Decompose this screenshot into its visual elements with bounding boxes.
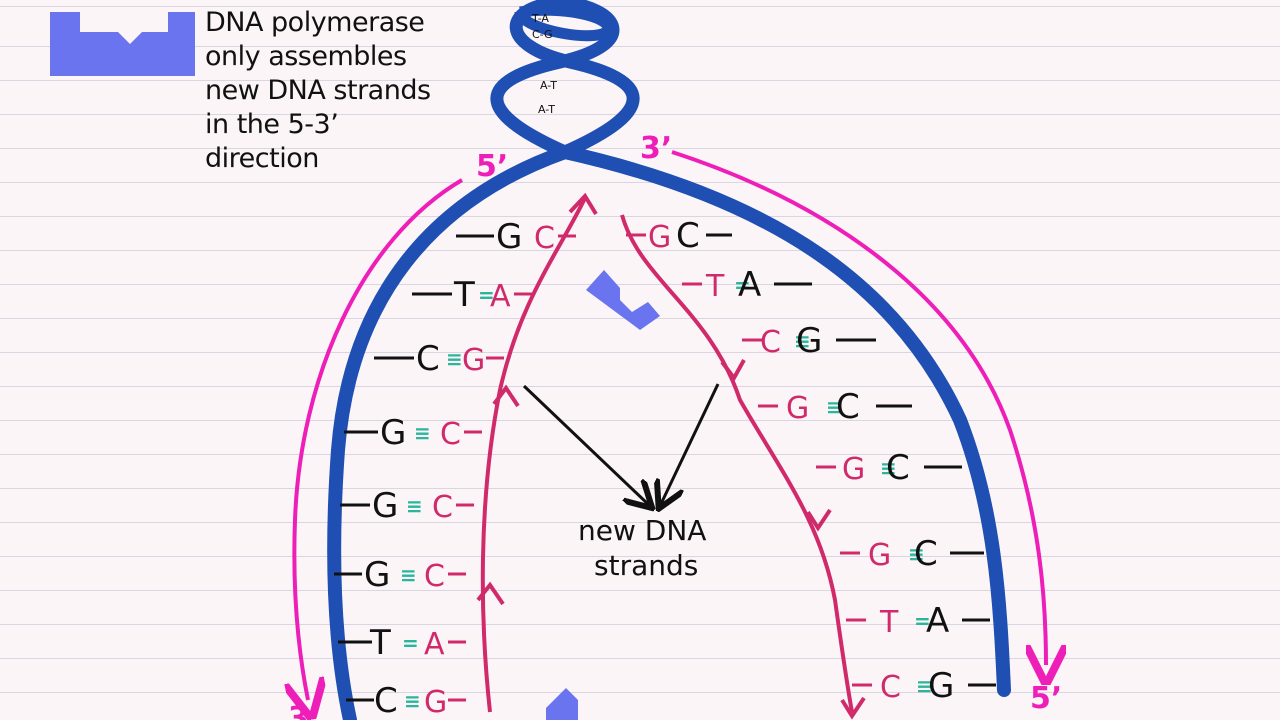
template-base: G <box>496 217 522 257</box>
left-new-strand-arrowhead <box>492 384 520 408</box>
hydrogen-bond: ≡ <box>400 563 417 587</box>
new-base: G <box>868 538 891 573</box>
new-base: G <box>842 452 865 487</box>
double-helix: T-A C-G A-T A-T <box>490 0 640 159</box>
note-line: new DNA strands <box>205 75 431 106</box>
hydrogen-bond: = <box>402 631 419 655</box>
right-new-strand <box>620 214 854 713</box>
end-label-3prime: 3’ <box>640 131 672 166</box>
hydrogen-bond: ≡ <box>908 542 925 566</box>
new-base: A <box>490 279 511 314</box>
hydrogen-bond: = <box>478 283 495 307</box>
template-base: T <box>369 623 391 663</box>
note-line: only assembles <box>205 41 407 72</box>
right-template-strand <box>558 145 1011 697</box>
helix-pair: A-T <box>540 79 557 92</box>
polymerase-note: DNA polymerase only assembles new DNA st… <box>205 6 495 176</box>
note-line: direction <box>205 143 319 174</box>
hydrogen-bond: = <box>914 609 931 633</box>
helix-pair: A-T <box>538 103 555 116</box>
new-base: C <box>424 559 445 594</box>
new-base: C <box>880 670 901 705</box>
note-line: DNA polymerase <box>205 7 425 38</box>
new-base: A <box>424 627 445 662</box>
hydrogen-bond: ≡ <box>404 689 421 713</box>
right-direction-arrow <box>671 150 1046 665</box>
template-base: C <box>416 339 440 379</box>
left-new-strand-arrowhead <box>476 581 505 606</box>
new-base: C <box>760 325 781 360</box>
polymerase-legend-icon <box>50 12 195 76</box>
end-label-5prime: 5’ <box>476 149 508 184</box>
hydrogen-bond: ≡ <box>794 329 811 353</box>
template-base: T <box>453 275 475 315</box>
new-base: G <box>786 391 809 426</box>
new-base: G <box>424 685 447 720</box>
template-base: G <box>364 555 390 595</box>
new-base: C <box>432 490 453 525</box>
template-base: A <box>926 601 949 641</box>
template-base: C <box>374 681 398 720</box>
left-new-strand <box>480 197 587 713</box>
end-label-3prime: 3’ <box>288 701 320 720</box>
template-base: G <box>796 321 822 361</box>
template-base: C <box>836 387 860 427</box>
label-pointer-arrow <box>522 384 650 506</box>
dna-polymerase-icon <box>546 688 578 720</box>
left-direction-arrow <box>294 178 464 700</box>
hydrogen-bond: ≡ <box>446 347 463 371</box>
left-template-strand <box>327 145 572 720</box>
new-base: G <box>462 343 485 378</box>
right-new-strand-arrowhead <box>840 696 866 720</box>
hydrogen-bond: ≡ <box>916 674 933 698</box>
hydrogen-bond: ≡ <box>406 494 423 518</box>
template-base: A <box>738 265 761 305</box>
hydrogen-bond: ≡ <box>414 421 431 445</box>
new-base: C <box>534 221 555 256</box>
template-base: G <box>928 666 954 706</box>
end-label-5prime: 5’ <box>1030 681 1062 716</box>
hydrogen-bond: = <box>734 273 751 297</box>
new-base: T <box>879 605 899 640</box>
right-new-strand-arrowhead <box>720 359 746 382</box>
note-line: in the 5-3’ <box>205 109 339 140</box>
left-new-strand-arrowhead <box>568 192 598 216</box>
dna-polymerase-icon <box>586 270 660 330</box>
template-base: C <box>886 448 910 488</box>
new-base: T <box>705 269 725 304</box>
template-base: C <box>914 534 938 574</box>
template-base: C <box>676 216 700 256</box>
new-strands-label: strands <box>594 549 698 582</box>
helix-pair: T-A <box>531 12 549 25</box>
new-base: G <box>648 220 671 255</box>
new-base: C <box>440 417 461 452</box>
new-strands-label: new DNA <box>578 514 706 547</box>
hydrogen-bond: ≡ <box>880 456 897 480</box>
helix-pair: C-G <box>532 28 553 41</box>
hydrogen-bond: ≡ <box>826 395 843 419</box>
label-pointer-arrow <box>660 383 720 506</box>
right-new-strand-arrowhead <box>806 508 832 532</box>
template-base: G <box>380 413 406 453</box>
template-base: G <box>372 486 398 526</box>
